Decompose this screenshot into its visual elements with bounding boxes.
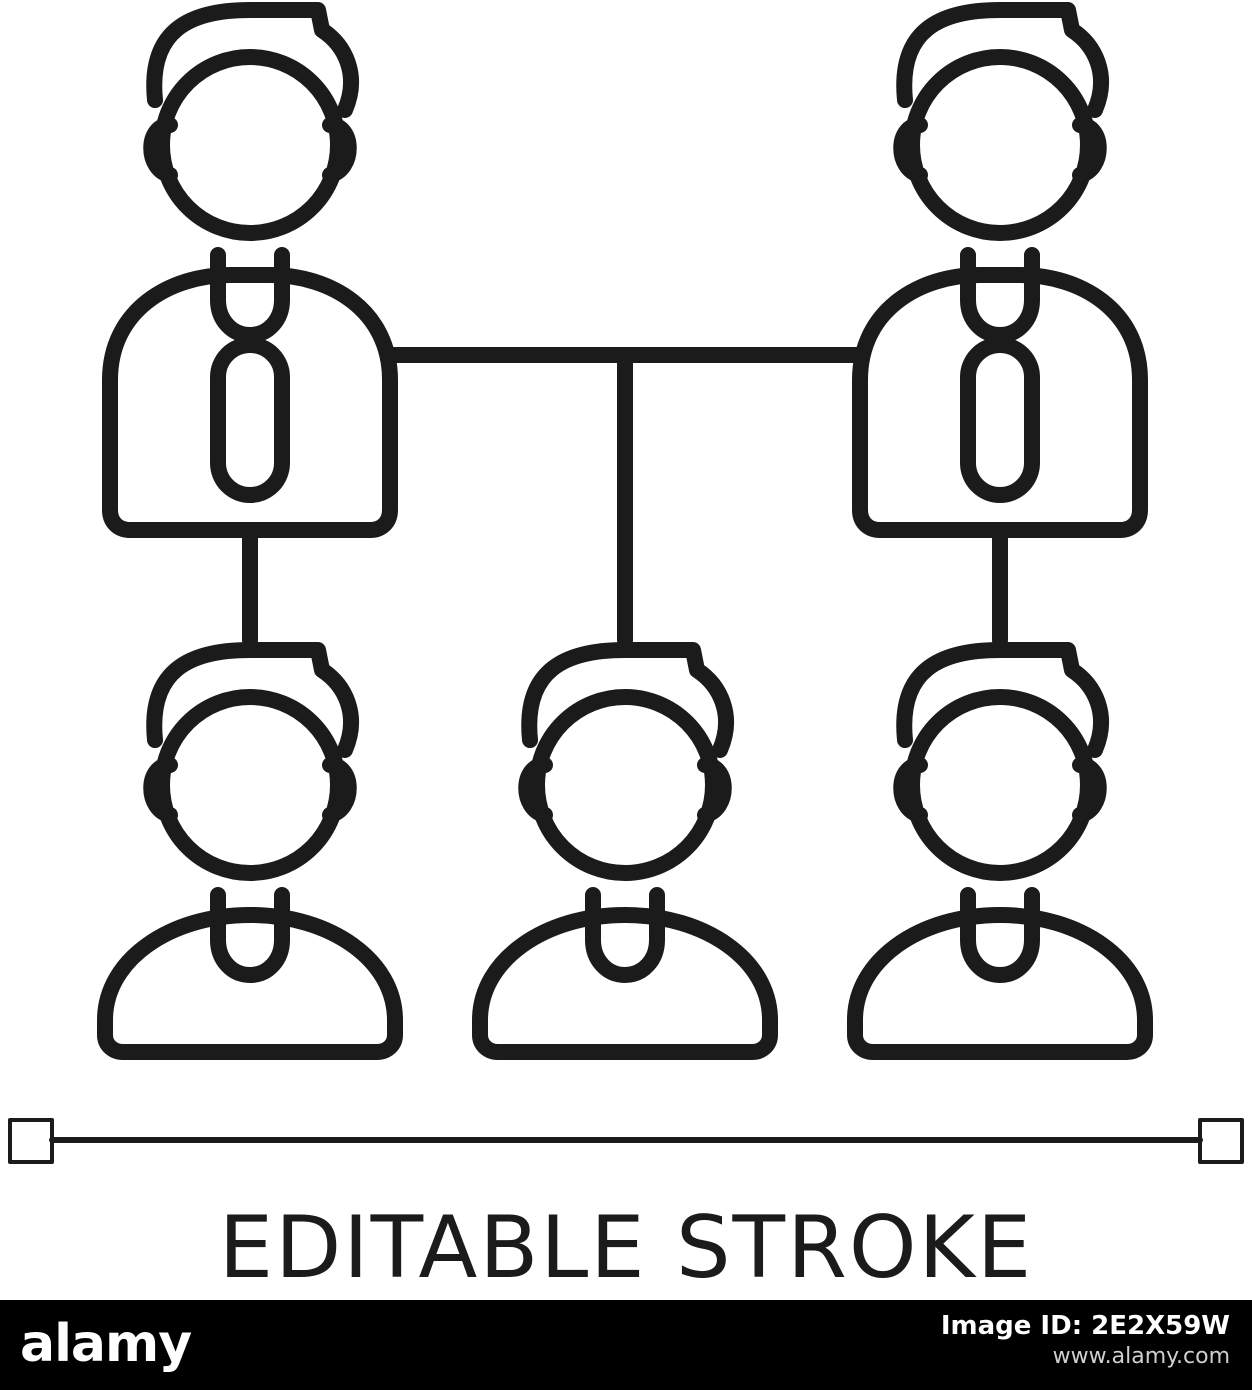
- manager-left-icon: [102, 2, 398, 538]
- employee-center-icon: [472, 642, 778, 1060]
- stroke-width-indicator: [8, 1118, 1244, 1164]
- employee-right-icon: [847, 642, 1153, 1060]
- image-meta: Image ID: 2E2X59W www.alamy.com: [941, 1310, 1230, 1370]
- employee-left-icon: [97, 642, 403, 1060]
- watermark-footer: alamy Image ID: 2E2X59W www.alamy.com: [0, 1300, 1252, 1390]
- image-id: Image ID: 2E2X59W: [940, 1311, 1230, 1341]
- brand-logo: alamy: [20, 1314, 192, 1374]
- editable-stroke-caption: EDITABLE STROKE: [218, 1198, 1034, 1298]
- manager-right-icon: [852, 2, 1148, 538]
- connector-lines: [242, 347, 1008, 648]
- site-url: www.alamy.com: [1052, 1343, 1230, 1369]
- org-chart-icon: [8, 2, 1244, 1164]
